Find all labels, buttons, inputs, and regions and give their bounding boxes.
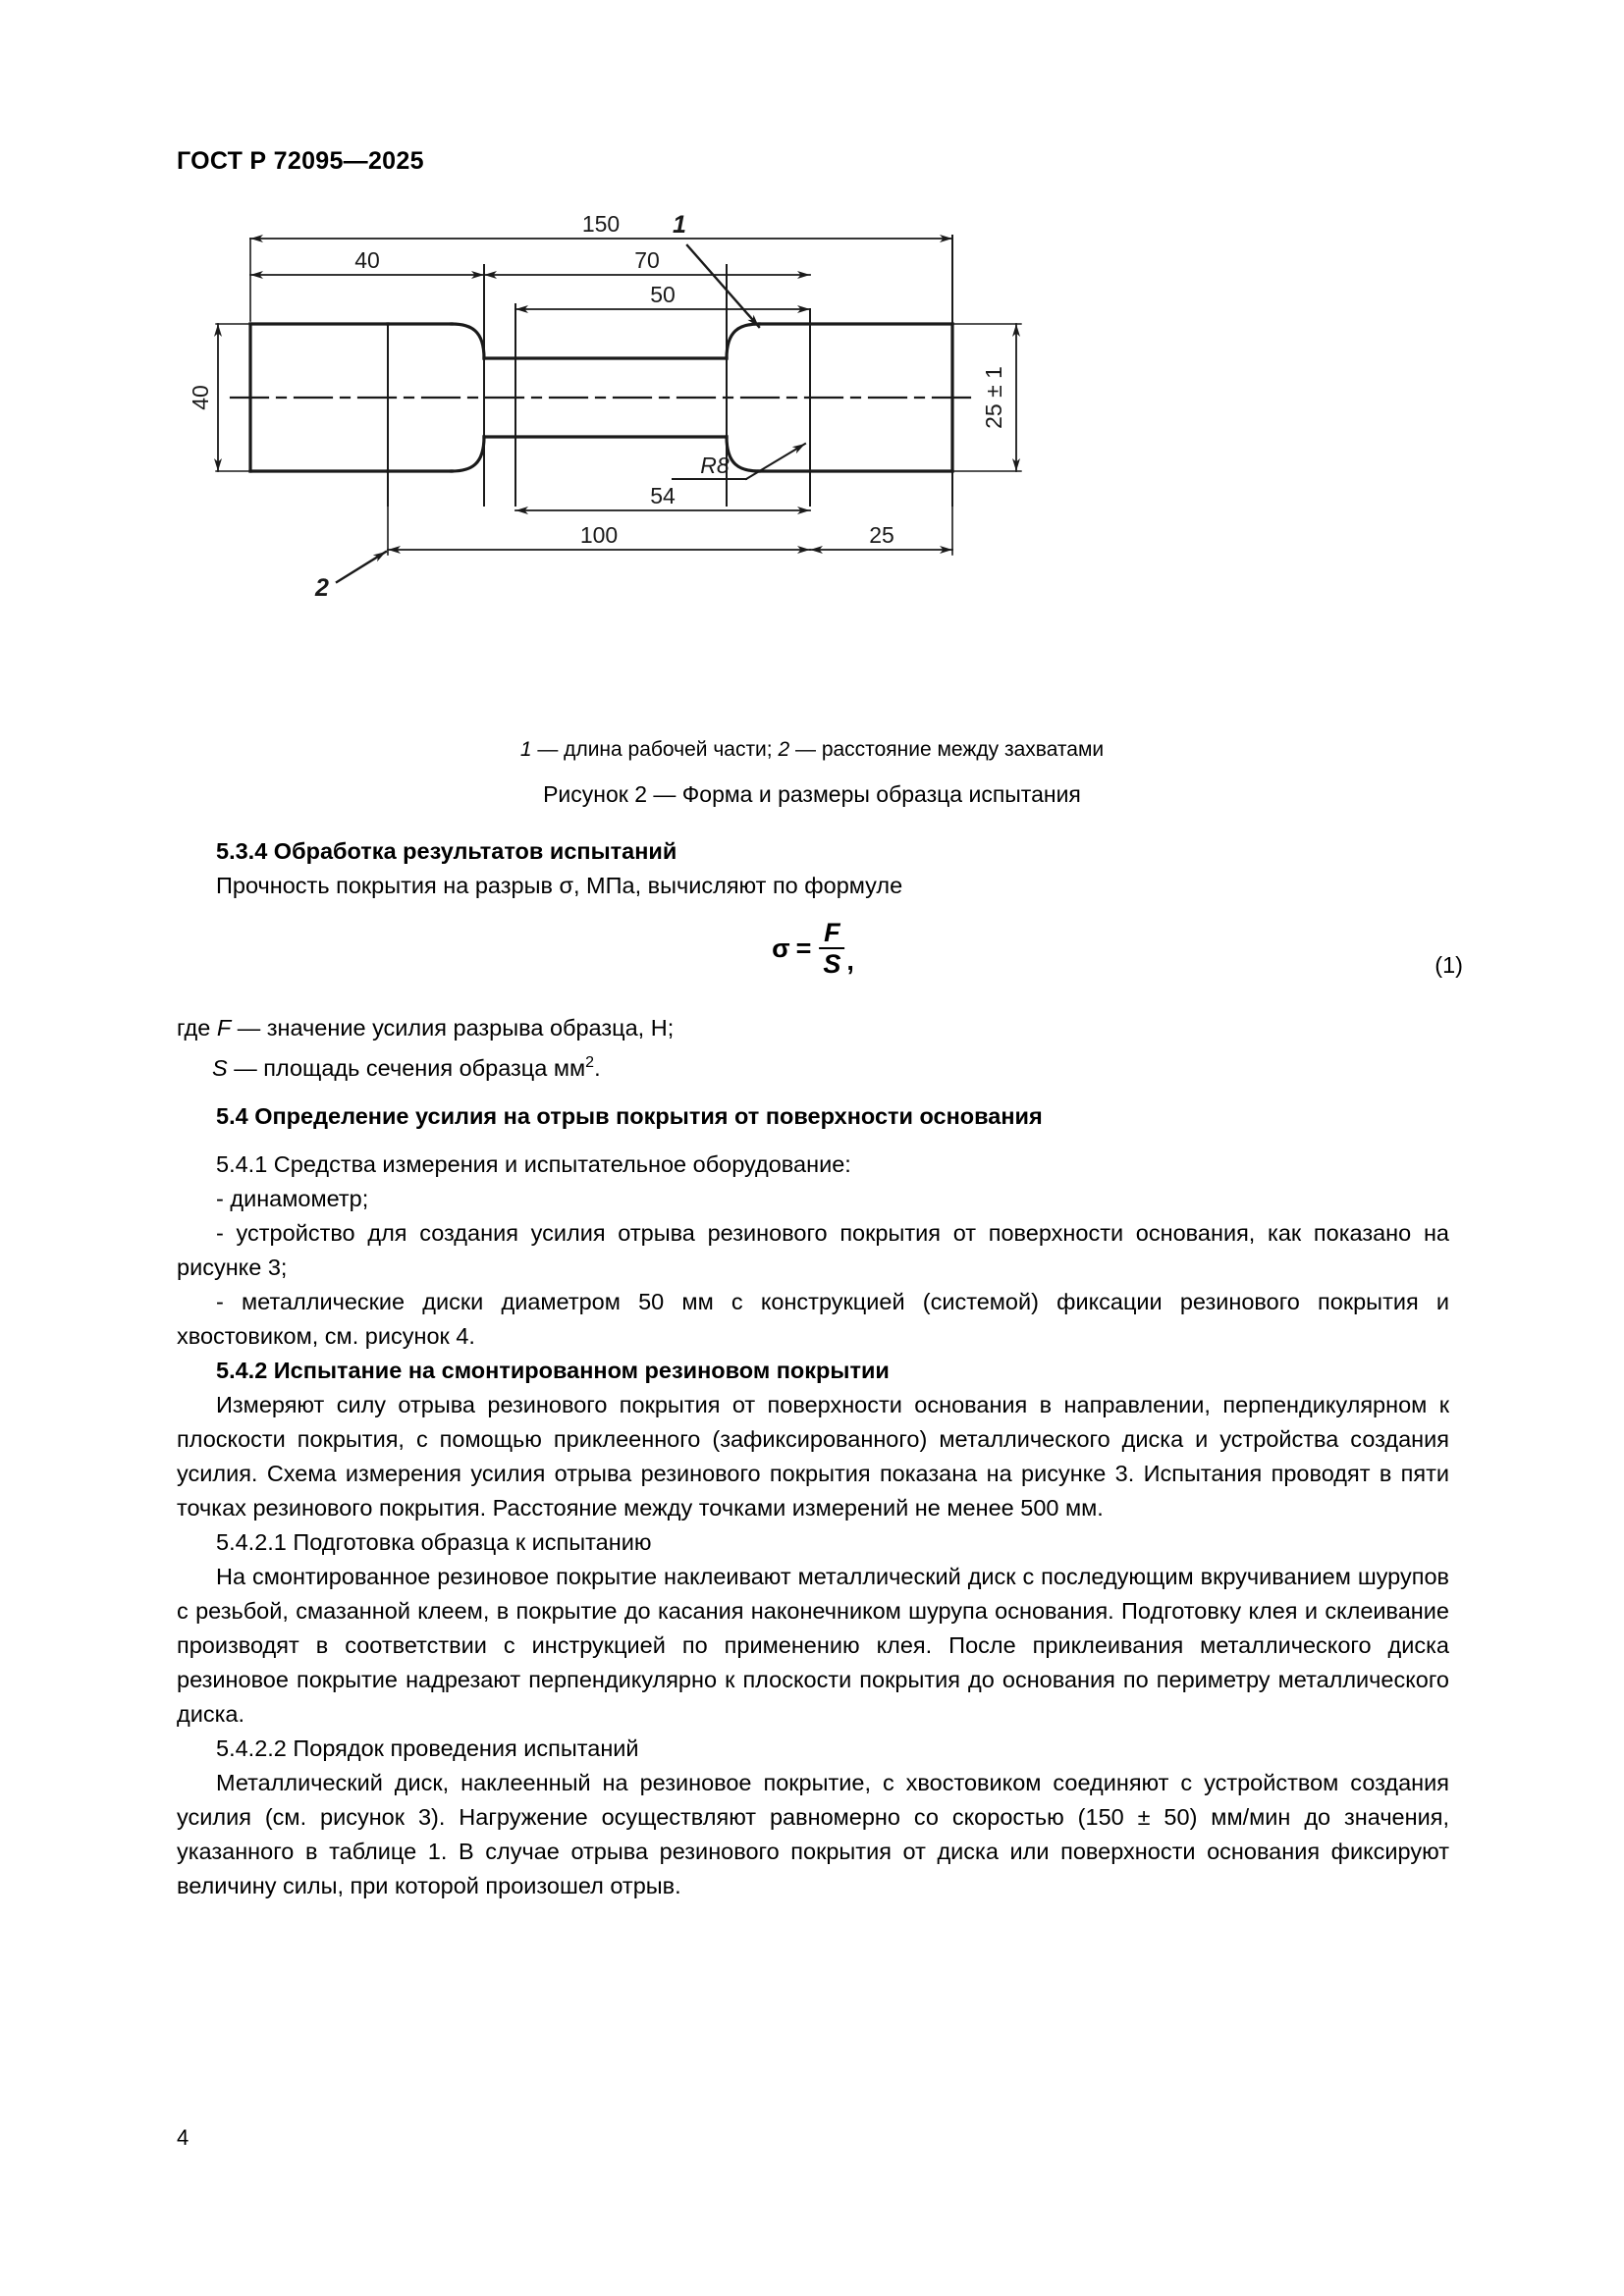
formula-equals-sign: =	[795, 933, 812, 963]
dim-radius-r8: R8	[700, 453, 730, 478]
section-5-4-heading: 5.4 Определение усилия на отрыв покрытия…	[216, 1102, 1043, 1129]
where-symbol-s: S	[212, 1054, 228, 1081]
figure-legend: 1 — длина рабочей части; 2 — расстояние …	[0, 738, 1624, 762]
dim-inner-50: 50	[650, 282, 676, 307]
section-5-4-2-text: Измеряют силу отрыва резинового покрытия…	[177, 1391, 1449, 1521]
where-prefix: где	[177, 1015, 217, 1041]
standard-header: ГОСТ Р 72095—2025	[177, 147, 424, 175]
where-text-f: — значение усилия разрыва образца, Н;	[231, 1015, 675, 1041]
section-5-4-2-1-heading: 5.4.2.1 Подготовка образца к испытанию	[216, 1528, 652, 1555]
legend-item-1-text: — длина рабочей части;	[531, 738, 779, 761]
page-number: 4	[177, 2125, 189, 2150]
callout-1-label: 1	[673, 211, 686, 239]
dim-height-left-40: 40	[188, 385, 213, 410]
where-symbol-f: F	[216, 1015, 232, 1041]
formula-trailing-comma: ,	[846, 945, 854, 976]
section-5-4-1: 5.4.1 Средства измерения и испытательное…	[216, 1150, 851, 1177]
dim-working-54: 54	[650, 483, 676, 508]
dim-right-25: 25	[869, 522, 894, 548]
where-text-s-tail: .	[594, 1054, 601, 1081]
legend-item-2-text: — расстояние между захватами	[789, 738, 1105, 761]
figure-caption: Рисунок 2 — Форма и размеры образца испы…	[543, 781, 1081, 807]
formula-numerator: F	[824, 918, 840, 947]
section-5-4-1-item-dynamometer: - динамометр;	[216, 1185, 369, 1211]
section-5-4-2-2-text: Металлический диск, наклеенный на резино…	[177, 1769, 1449, 1898]
dim-left-grip: 40	[354, 247, 380, 273]
formula-fraction: F S	[819, 918, 845, 979]
legend-item-1-number: 1	[519, 738, 532, 761]
section-5-4-1-item-device: - устройство для создания усилия отрыва …	[177, 1219, 1449, 1280]
callout-2-label: 2	[314, 574, 329, 602]
document-body: 5.3.4 Обработка результатов испытаний Пр…	[177, 834, 1463, 1903]
where-line-1: где F — значение усилия разрыва образца,…	[177, 1011, 1449, 1045]
dim-between-grips-100: 100	[580, 522, 618, 548]
section-5-3-4-intro: Прочность покрытия на разрыв σ, МПа, выч…	[216, 873, 903, 898]
formula-sigma-symbol: σ	[772, 933, 790, 963]
dim-right-span: 70	[634, 247, 660, 273]
formula-denominator: S	[819, 947, 845, 979]
where-superscript-2: 2	[585, 1054, 595, 1071]
formula-block: σ = F S , (1)	[177, 913, 1463, 1007]
formula-number: (1)	[1435, 952, 1463, 978]
dim-total-length: 150	[582, 211, 620, 237]
section-5-4-2-heading: 5.4.2 Испытание на смонтированном резино…	[216, 1357, 890, 1383]
figure-2-specimen-drawing: 150 40 70 50 54 R8 100 25 40 25 ± 1 1 2	[177, 211, 1453, 721]
dim-height-center-25pm1: 25 ± 1	[981, 366, 1006, 429]
section-5-3-4-heading: 5.3.4 Обработка результатов испытаний	[216, 838, 677, 864]
where-line-2: S — площадь сечения образца мм2.	[177, 1045, 1449, 1086]
formula-where-block: где F — значение усилия разрыва образца,…	[177, 1011, 1449, 1086]
where-text-s: — площадь сечения образца мм	[227, 1054, 586, 1081]
section-5-4-1-item-disks: - металлические диски диаметром 50 мм с …	[177, 1288, 1449, 1349]
formula-sigma-equals-f-over-s: σ = F S ,	[772, 919, 854, 979]
section-5-4-2-1-text: На смонтированное резиновое покрытие нак…	[177, 1563, 1449, 1727]
section-5-4-2-2-heading: 5.4.2.2 Порядок проведения испытаний	[216, 1735, 639, 1761]
legend-item-2-number: 2	[778, 738, 790, 761]
